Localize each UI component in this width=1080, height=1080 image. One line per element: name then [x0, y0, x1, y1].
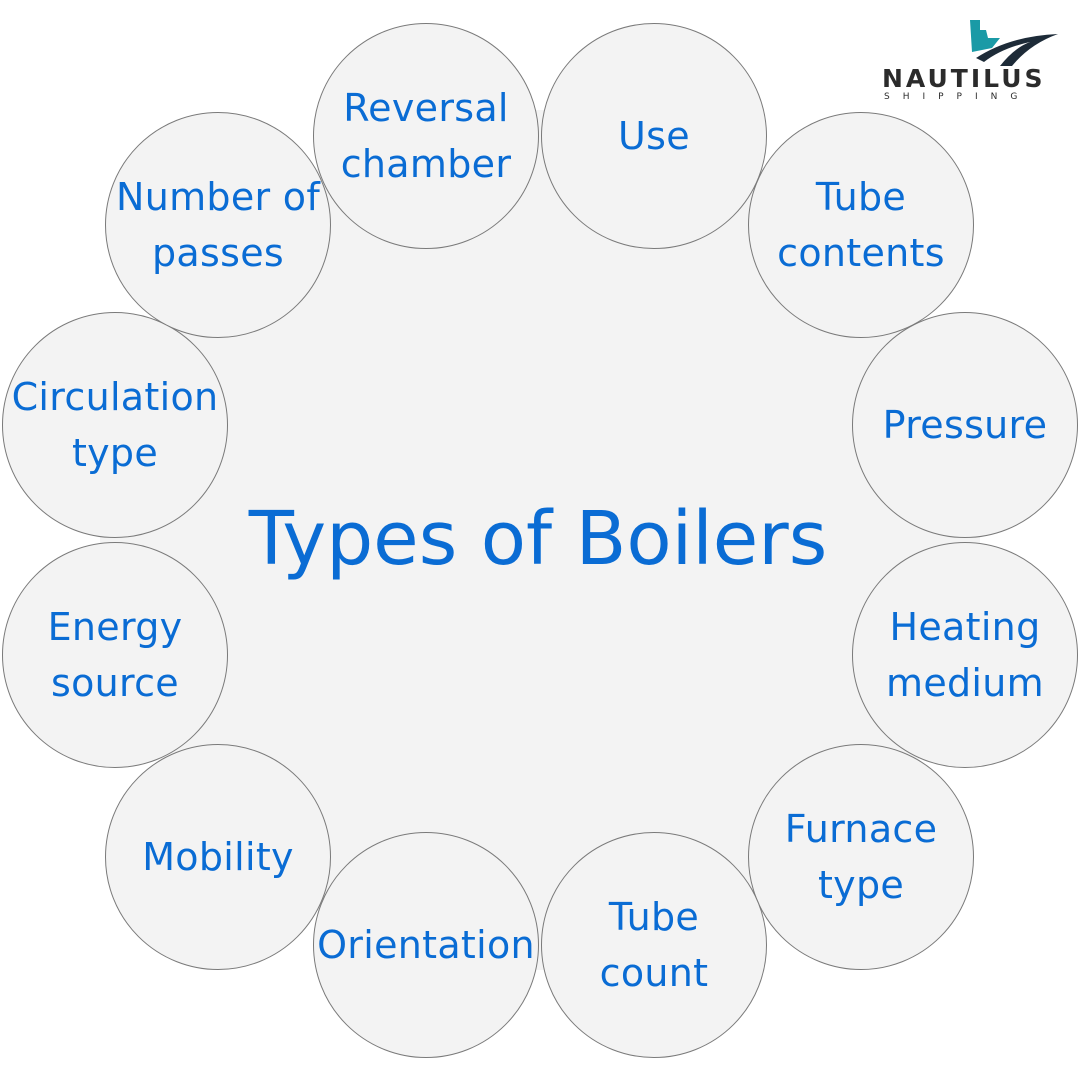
node-label: Energy source	[47, 605, 183, 705]
node-heating-medium: Heating medium	[852, 542, 1078, 768]
node-tube-count: Tube count	[541, 832, 767, 1058]
logo-wordmark: NAUTILUS	[882, 64, 1046, 93]
node-use: Use	[541, 23, 767, 249]
node-pressure: Pressure	[852, 312, 1078, 538]
node-label: Furnace type	[784, 807, 938, 907]
node-reversal-chamber: Reversal chamber	[313, 23, 539, 249]
diagram-title: Types of Boilers	[0, 494, 1080, 584]
node-label: Mobility	[142, 835, 294, 879]
node-label: Use	[618, 114, 690, 158]
ship-icon	[970, 20, 1058, 66]
title-text: Types of Boilers	[248, 496, 828, 582]
nautilus-logo: NAUTILUS SHIPPING	[880, 18, 1060, 108]
node-label: Pressure	[882, 403, 1048, 447]
node-label: Circulation type	[11, 375, 219, 475]
logo-subtitle: SHIPPING	[884, 92, 1031, 102]
node-mobility: Mobility	[105, 744, 331, 970]
node-label: Heating medium	[886, 605, 1044, 705]
node-label: Tube count	[599, 895, 709, 995]
node-orientation: Orientation	[313, 832, 539, 1058]
node-label: Orientation	[317, 923, 535, 967]
node-furnace-type: Furnace type	[748, 744, 974, 970]
node-label: Tube contents	[777, 175, 945, 275]
node-number-of-passes: Number of passes	[105, 112, 331, 338]
node-tube-contents: Tube contents	[748, 112, 974, 338]
node-label: Number of passes	[115, 175, 321, 275]
node-label: Reversal chamber	[340, 86, 512, 186]
node-energy-source: Energy source	[2, 542, 228, 768]
node-circulation-type: Circulation type	[2, 312, 228, 538]
